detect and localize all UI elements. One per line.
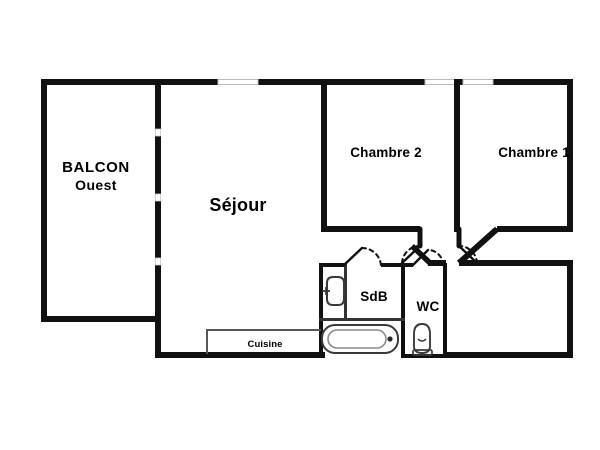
toilet-icon — [412, 323, 433, 356]
room-outline-balcon — [41, 79, 161, 322]
room-outline-sdb — [319, 263, 405, 358]
room-outline-cuisine — [206, 329, 321, 354]
door-swing-arcs — [342, 226, 498, 267]
washbasin-icon — [322, 276, 345, 306]
room-outline-wc — [401, 263, 447, 358]
bathtub-icon — [321, 324, 399, 354]
window-openings — [155, 79, 494, 266]
room-outline-chambre1 — [497, 79, 573, 232]
room-outline-chambre2 — [321, 79, 460, 232]
entry-hall-walls — [410, 226, 573, 358]
room-outline-sejour — [155, 79, 325, 358]
